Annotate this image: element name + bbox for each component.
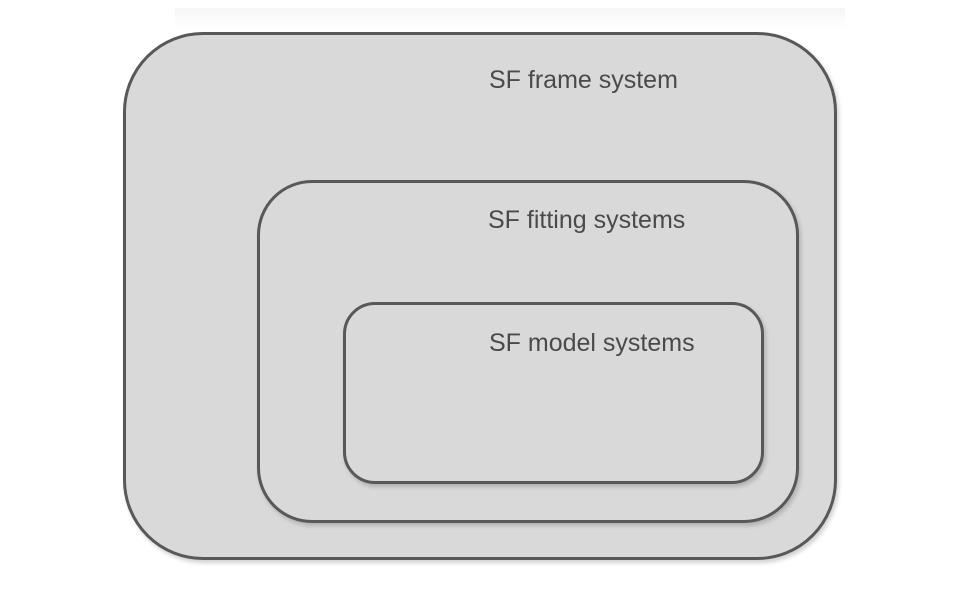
background-band: [175, 8, 845, 30]
fitting-systems-label: SF fitting systems: [488, 206, 686, 234]
frame-system-label: SF frame system: [489, 66, 678, 94]
model-systems-box: [343, 302, 764, 484]
model-systems-label: SF model systems: [489, 329, 695, 357]
